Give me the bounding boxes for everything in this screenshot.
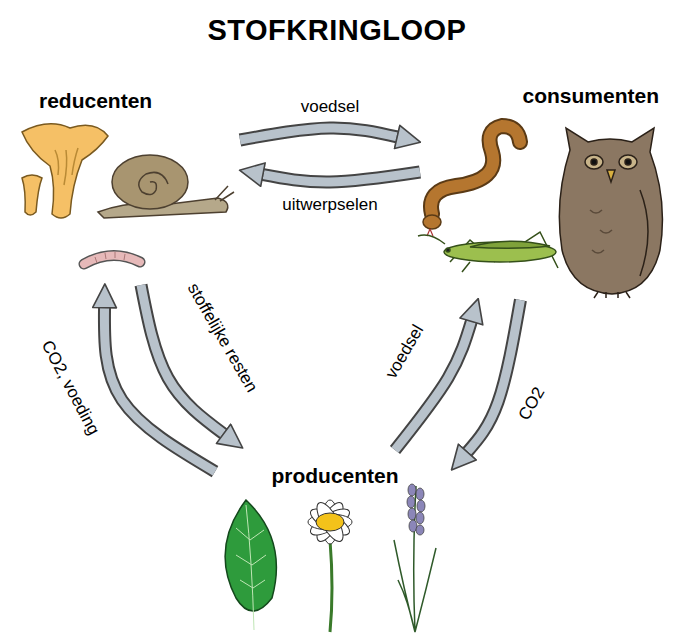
flow-arrow	[104, 307, 215, 472]
daisy-figure	[307, 499, 353, 632]
arrow-outline	[467, 300, 521, 453]
trophic-group: producenten	[215, 450, 455, 630]
flow-arrow	[240, 128, 398, 140]
snail-figure	[98, 155, 234, 218]
arrow-shaft	[240, 128, 398, 140]
leaf-figure	[225, 500, 276, 630]
snake-figure	[423, 126, 520, 236]
flow-arrow	[467, 300, 521, 453]
flow-label: CO2, voeding	[35, 335, 105, 442]
trophic-group: consumenten	[420, 80, 665, 300]
mushroom-figure	[22, 124, 108, 218]
group-label: reducenten	[39, 89, 234, 113]
arrow-outline	[240, 128, 398, 140]
arrow-outline	[104, 307, 215, 472]
flow-label: CO2	[513, 381, 551, 427]
group-label: consumenten	[426, 84, 659, 108]
flow-label: voedsel	[298, 97, 363, 117]
arrow-shaft	[467, 300, 521, 453]
group-label: producenten	[221, 464, 449, 488]
flow-label: stoffelijke resten	[181, 277, 263, 399]
arrow-shaft	[262, 172, 420, 182]
grasshopper-figure	[418, 232, 558, 272]
flow-label: uitwerpselen	[279, 195, 380, 215]
flow-arrow	[262, 172, 420, 182]
diagram-title: STOFKRINGLOOP	[0, 14, 674, 47]
owl-figure	[559, 128, 662, 298]
flow-label: voedsel	[380, 319, 430, 385]
lavender-figure	[394, 484, 436, 632]
worm-figure	[84, 252, 140, 264]
arrow-shaft	[104, 307, 215, 472]
arrow-outline	[262, 172, 420, 182]
trophic-group: reducenten	[15, 85, 240, 285]
